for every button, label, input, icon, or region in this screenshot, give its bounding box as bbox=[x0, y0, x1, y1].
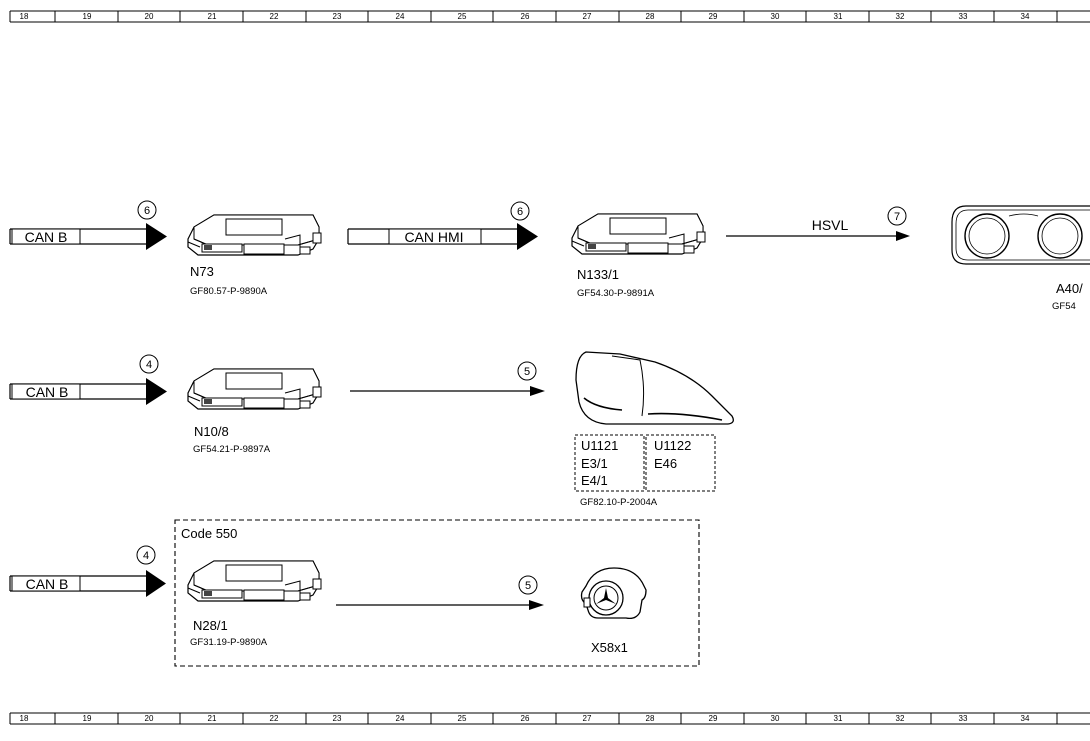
ruler-label: 22 bbox=[270, 714, 279, 723]
ruler-label: 24 bbox=[396, 714, 405, 723]
count-badge-label: 5 bbox=[525, 580, 531, 592]
ruler-label: 19 bbox=[83, 12, 92, 21]
ruler-label: 26 bbox=[521, 714, 530, 723]
ruler-label: 32 bbox=[896, 12, 905, 21]
lamp-doc-ref: GF82.10-P-2004A bbox=[580, 497, 658, 508]
count-badge bbox=[510, 201, 530, 221]
module-doc-ref: GF31.19-P-9890A bbox=[190, 637, 268, 648]
ruler-label: 34 bbox=[1021, 12, 1030, 21]
control-unit-icon[interactable] bbox=[187, 214, 322, 256]
module-name: N73 bbox=[190, 264, 214, 279]
instrument-cluster-icon[interactable] bbox=[951, 205, 1090, 265]
count-badge bbox=[137, 200, 157, 220]
row-1: CAN B 6 N73 GF80.57-P-9890A CAN HMI 6 N1… bbox=[9, 200, 1090, 312]
ruler-label: 32 bbox=[896, 714, 905, 723]
ruler-label: 21 bbox=[208, 714, 217, 723]
bottom-ruler: 18 19 20 21 22 23 24 25 26 27 28 29 30 3… bbox=[9, 712, 1090, 725]
ruler-label: 20 bbox=[145, 12, 154, 21]
ruler-label: 26 bbox=[521, 12, 530, 21]
count-badge bbox=[887, 206, 907, 226]
lamp-code: E46 bbox=[654, 456, 677, 471]
ruler-label: 31 bbox=[834, 714, 843, 723]
ruler-label: 25 bbox=[458, 714, 467, 723]
count-badge-label: 5 bbox=[524, 366, 530, 378]
ruler-label: 18 bbox=[20, 12, 29, 21]
ruler-label: 29 bbox=[709, 12, 718, 21]
can-b-bus-arrow[interactable] bbox=[9, 223, 167, 250]
lamp-code: U1121 bbox=[581, 438, 618, 453]
ruler-label: 19 bbox=[83, 714, 92, 723]
count-badge bbox=[136, 545, 156, 565]
control-unit-icon[interactable] bbox=[187, 368, 322, 410]
control-unit-icon[interactable] bbox=[571, 213, 706, 255]
ruler-label: 21 bbox=[208, 12, 217, 21]
lamp-code-box-left bbox=[574, 434, 645, 492]
count-badge bbox=[518, 575, 538, 595]
lamp-code: E4/1 bbox=[581, 473, 608, 488]
code-frame-label: Code 550 bbox=[181, 526, 237, 541]
top-ruler: 18 19 20 21 22 23 24 25 26 27 28 29 30 3… bbox=[9, 10, 1090, 23]
signal-arrow[interactable] bbox=[336, 600, 544, 610]
ruler-label: 27 bbox=[583, 714, 592, 723]
can-b-bus-arrow[interactable] bbox=[9, 378, 167, 405]
lamp-code-box-right bbox=[645, 434, 716, 492]
can-hmi-bus-arrow[interactable] bbox=[347, 223, 538, 250]
control-unit-icon[interactable] bbox=[187, 560, 322, 602]
ruler-label: 29 bbox=[709, 714, 718, 723]
count-badge bbox=[517, 361, 537, 381]
count-badge-label: 4 bbox=[146, 359, 152, 371]
module-name: N10/8 bbox=[194, 424, 229, 439]
socket-name: X58x1 bbox=[591, 640, 628, 655]
ruler-label: 23 bbox=[333, 714, 342, 723]
ruler-label: 30 bbox=[771, 714, 780, 723]
ruler-label: 31 bbox=[834, 12, 843, 21]
signal-arrow[interactable] bbox=[350, 386, 545, 396]
ruler-label: 33 bbox=[959, 12, 968, 21]
ruler-label: 22 bbox=[270, 12, 279, 21]
ruler-label: 28 bbox=[646, 12, 655, 21]
module-doc-ref: GF54 bbox=[1052, 301, 1076, 312]
module-doc-ref: GF54.21-P-9897A bbox=[193, 444, 271, 455]
ruler-label: 28 bbox=[646, 714, 655, 723]
bus-label: CAN B bbox=[26, 576, 69, 592]
module-doc-ref: GF80.57-P-9890A bbox=[190, 286, 268, 297]
ruler-label: 24 bbox=[396, 12, 405, 21]
bus-label: CAN B bbox=[26, 384, 69, 400]
code-frame bbox=[174, 519, 700, 667]
count-badge bbox=[139, 354, 159, 374]
ruler-label: 18 bbox=[20, 714, 29, 723]
row-2: CAN B 4 N10/8 GF54.21-P-9897A 5 U1121 E3… bbox=[9, 351, 734, 508]
ruler-label: 27 bbox=[583, 12, 592, 21]
ruler-label: 30 bbox=[771, 12, 780, 21]
row-3: CAN B 4 Code 550 N28/1 GF31.19-P-9890A 5… bbox=[9, 519, 700, 667]
count-badge-label: 6 bbox=[517, 206, 523, 218]
bus-label: HSVL bbox=[812, 217, 849, 233]
ruler-label: 34 bbox=[1021, 714, 1030, 723]
can-b-bus-arrow[interactable] bbox=[9, 570, 166, 597]
module-name: A40/ bbox=[1056, 281, 1083, 296]
count-badge-label: 6 bbox=[144, 205, 150, 217]
usb-socket-icon[interactable] bbox=[580, 567, 647, 620]
module-doc-ref: GF54.30-P-9891A bbox=[577, 288, 655, 299]
tail-lamp-icon[interactable] bbox=[575, 351, 734, 425]
ruler-label: 25 bbox=[458, 12, 467, 21]
ruler-label: 23 bbox=[333, 12, 342, 21]
hsvl-arrow[interactable] bbox=[726, 231, 910, 241]
ruler-label: 20 bbox=[145, 714, 154, 723]
module-name: N133/1 bbox=[577, 267, 619, 282]
bus-label: CAN HMI bbox=[404, 229, 463, 245]
count-badge-label: 4 bbox=[143, 550, 149, 562]
lamp-code: U1122 bbox=[654, 438, 691, 453]
module-name: N28/1 bbox=[193, 618, 228, 633]
bus-label: CAN B bbox=[25, 229, 68, 245]
ruler-label: 33 bbox=[959, 714, 968, 723]
count-badge-label: 7 bbox=[894, 211, 900, 223]
lamp-code: E3/1 bbox=[581, 456, 608, 471]
